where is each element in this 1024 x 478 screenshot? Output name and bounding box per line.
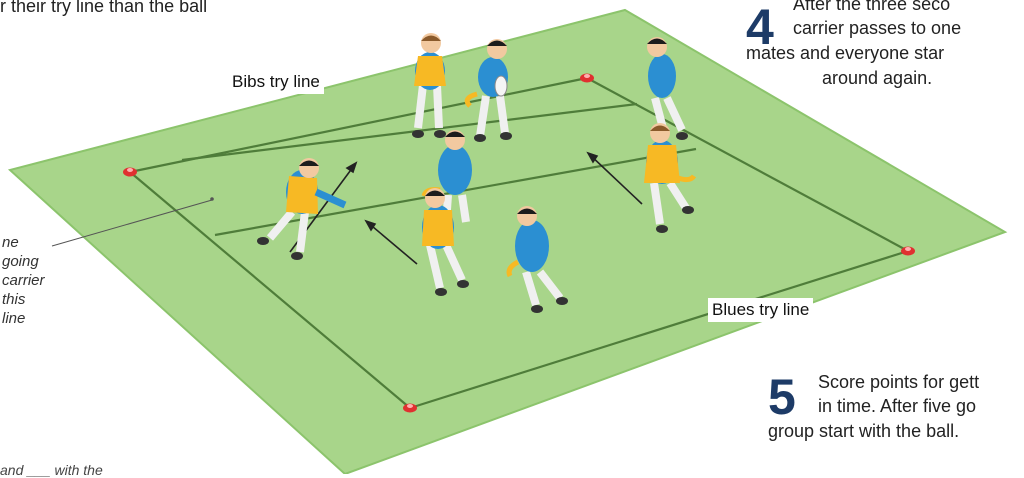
player-bib-left (257, 158, 347, 260)
step-5-line-2: in time. After five go (818, 396, 977, 416)
left-note-line-4: this (2, 291, 26, 308)
bottom-fragment-text: and ___ with the (0, 462, 103, 478)
left-note-line-3: carrier (2, 272, 45, 289)
direction-arrow-icon (364, 219, 418, 265)
player-blue-ball (464, 39, 512, 142)
direction-arrow-icon (586, 151, 643, 205)
note-pointer (51, 197, 214, 247)
step-4-number: 4 (746, 0, 774, 55)
pitch (7, 8, 1008, 474)
cone-icon (123, 167, 137, 177)
inner-line-top (181, 102, 638, 162)
rugby-ball-icon (494, 75, 508, 97)
left-side-line (129, 171, 411, 409)
step-4-line-3: mates and everyone star (746, 43, 945, 63)
top-fragment-text: r their try line than the ball (0, 0, 208, 16)
step-4-line-2: carrier passes to one (793, 18, 962, 38)
left-note-line-2: going (2, 253, 39, 270)
left-note-line-1: ne (2, 234, 19, 251)
cone-icon (403, 403, 417, 413)
right-side-line (586, 77, 909, 252)
blues-try-line-label: Blues try line (708, 298, 814, 322)
player-bib-right (644, 123, 697, 233)
player-blue-bottom (506, 206, 568, 313)
step-5-number: 5 (768, 369, 796, 425)
step-5-line-3: group start with the ball. (768, 421, 960, 441)
step-4-line-1: After the three seco (793, 0, 951, 14)
player-bib-1 (412, 33, 446, 138)
step-4-line-4: around again. (822, 68, 933, 88)
step-5-line-1: Score points for gett (818, 372, 980, 392)
bibs-try-line-label: Bibs try line (228, 70, 324, 94)
blues-try-line (409, 249, 909, 410)
left-note-line-5: line (2, 310, 26, 327)
playing-area-lines (129, 76, 909, 410)
cones (123, 73, 915, 413)
player-bib-center (422, 188, 469, 296)
cone-icon (901, 246, 915, 256)
cone-icon (580, 73, 594, 83)
